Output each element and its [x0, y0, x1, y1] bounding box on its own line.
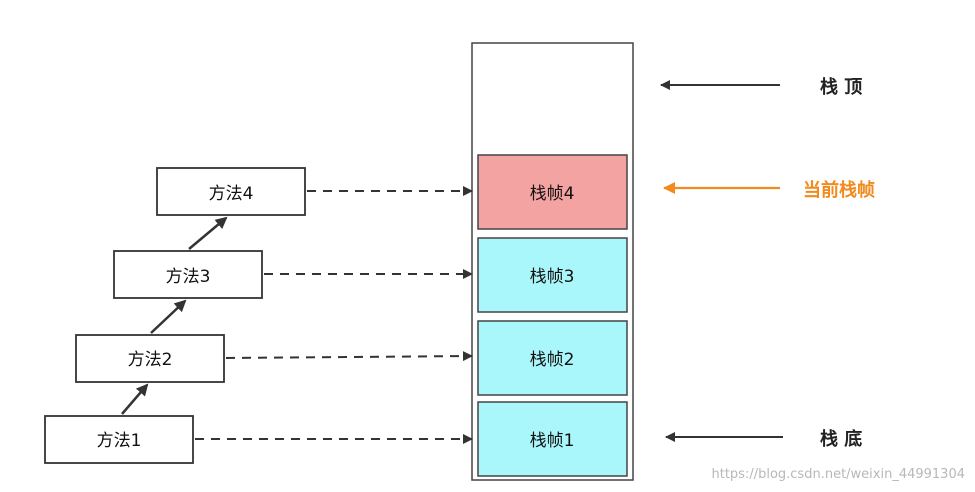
method-box-1: 方法1 [44, 415, 194, 464]
stack-frame-label: 栈帧1 [530, 431, 575, 451]
method-box-3: 方法3 [113, 250, 263, 299]
call-arrow-1-to-2 [121, 383, 149, 415]
current-frame-label: 当前栈帧 [803, 179, 875, 201]
stack-top-label: 栈 顶 [820, 76, 862, 98]
call-arrow-2-to-3 [150, 299, 187, 334]
watermark-text: https://blog.csdn.net/weixin_44991304 [711, 467, 965, 482]
stack-frame-1: 栈帧1 [477, 401, 628, 477]
dashed-arrow-method2-frame2 [225, 351, 473, 362]
stack-frame-label: 栈帧4 [530, 184, 575, 204]
call-arrow-3-to-4 [188, 216, 228, 250]
method-box [113, 250, 263, 299]
stack-frame-label: 栈帧2 [530, 350, 575, 370]
stack-frame-2: 栈帧2 [477, 320, 628, 396]
method-box [44, 415, 194, 464]
stack-frame-box [477, 237, 628, 313]
method-box-4: 方法4 [156, 167, 306, 216]
method-box-2: 方法2 [75, 334, 225, 383]
stack-frame-box [477, 320, 628, 396]
method-label: 方法3 [166, 267, 211, 287]
stack-frame-label: 栈帧3 [530, 267, 575, 287]
method-label: 方法2 [128, 350, 173, 370]
method-label: 方法1 [97, 431, 142, 451]
stack-bottom-label: 栈 底 [820, 428, 862, 450]
stack-frame-box [477, 154, 628, 230]
stack-frame-3: 栈帧3 [477, 237, 628, 313]
method-box [75, 334, 225, 383]
method-label: 方法4 [209, 184, 254, 204]
stack-frame-4: 栈帧4 [477, 154, 628, 230]
method-box [156, 167, 306, 216]
stack-frame-box [477, 401, 628, 477]
